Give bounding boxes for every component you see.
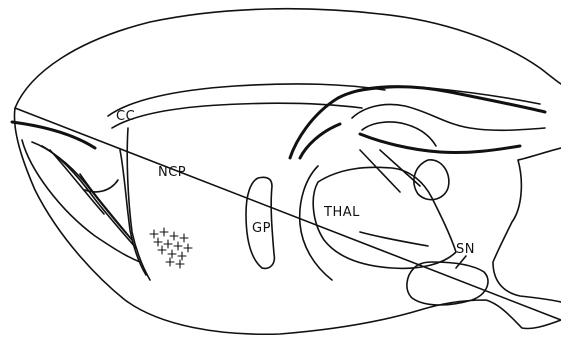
- plus-mark: [180, 234, 188, 242]
- plus-mark: [160, 228, 168, 236]
- label-gp: GP: [252, 221, 271, 236]
- plus-mark: [150, 230, 158, 238]
- plus-mark: [158, 246, 166, 254]
- plus-mark: [178, 252, 186, 260]
- plus-mark: [154, 238, 162, 246]
- label-sn: SN: [456, 242, 475, 257]
- sn-pointer: [456, 256, 466, 268]
- hippocampus-inner: [352, 105, 545, 131]
- plus-mark: [168, 250, 176, 258]
- diagonal-lines: [360, 150, 420, 192]
- plus-mark: [170, 232, 178, 240]
- brain-outline: [14, 9, 561, 335]
- hippocampus-top: [345, 87, 540, 104]
- lesion-marks: [150, 228, 192, 268]
- plus-mark: [166, 258, 174, 266]
- plus-mark: [174, 242, 182, 250]
- thal-inner: [360, 232, 428, 246]
- label-thal: THAL: [323, 205, 360, 220]
- label-ncp: NCP: [158, 165, 186, 180]
- plus-mark: [164, 240, 172, 248]
- cc-boundary: [108, 84, 385, 116]
- olfactory-layer-4: [50, 150, 104, 214]
- plus-mark: [184, 244, 192, 252]
- olfactory-layer-1: [22, 140, 140, 262]
- label-cc: CC: [116, 109, 135, 124]
- plus-mark: [176, 260, 184, 268]
- hippocampus-loop: [362, 122, 436, 146]
- sn-outline: [407, 262, 488, 305]
- olfactory-stem: [120, 150, 146, 275]
